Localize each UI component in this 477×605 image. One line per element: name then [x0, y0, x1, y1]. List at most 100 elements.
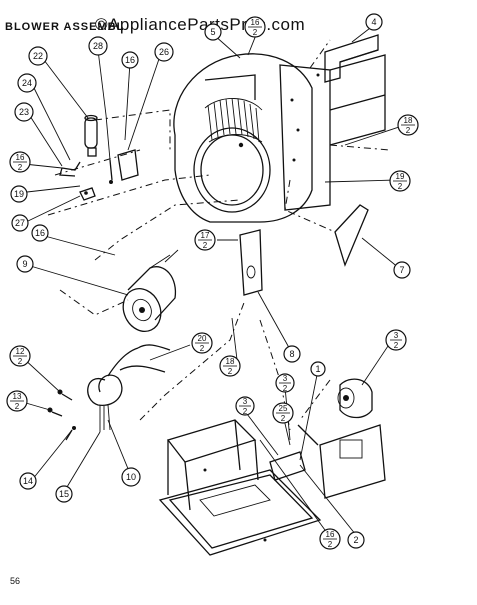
top-bracket	[324, 34, 379, 83]
callout-1: 1	[310, 361, 326, 377]
fraction-callout-18-2: 182	[397, 114, 419, 136]
svg-text:2: 2	[18, 163, 23, 172]
svg-text:18: 18	[404, 116, 413, 125]
fraction-callout-13-2: 132	[6, 390, 28, 412]
fraction-callout-3-2-left: 32	[235, 396, 255, 416]
svg-text:26: 26	[159, 47, 169, 57]
fraction-callout-18-2-mid: 182	[219, 355, 241, 377]
fraction-callout-19-2: 192	[389, 170, 411, 192]
fraction-callout-16-2-left: 162	[9, 151, 31, 173]
svg-text:12: 12	[16, 347, 25, 356]
callout-16: 16	[121, 51, 139, 69]
wiring-harness	[87, 344, 171, 432]
svg-text:24: 24	[22, 78, 32, 88]
svg-text:3: 3	[243, 397, 248, 406]
screw-28	[109, 159, 113, 184]
mounting-plate	[329, 54, 386, 146]
watermark-text: ©AppliancePartsPros.com	[95, 15, 305, 34]
callout-23: 23	[14, 102, 34, 122]
svg-text:28: 28	[93, 41, 103, 51]
cover-plate	[334, 204, 369, 267]
svg-text:2: 2	[243, 407, 248, 416]
svg-text:17: 17	[201, 231, 210, 240]
svg-text:2: 2	[353, 535, 358, 545]
fraction-callout-25-2: 252	[272, 402, 294, 424]
fraction-callout-12-2: 122	[9, 345, 31, 367]
fraction-callout-3-2-center: 32	[275, 373, 295, 393]
svg-text:13: 13	[13, 392, 22, 401]
svg-text:23: 23	[19, 107, 29, 117]
assembly-lines	[47, 39, 391, 431]
svg-text:2: 2	[253, 28, 258, 37]
callout-27: 27	[11, 214, 29, 232]
svg-text:2: 2	[406, 126, 411, 135]
blower-housing	[173, 53, 331, 223]
svg-text:2: 2	[394, 341, 399, 350]
svg-text:2: 2	[15, 402, 20, 411]
svg-text:3: 3	[283, 374, 288, 383]
callout-7: 7	[393, 261, 411, 279]
callout-9: 9	[16, 255, 34, 273]
fraction-callout-20-2: 202	[191, 332, 213, 354]
svg-text:16: 16	[326, 530, 335, 539]
svg-text:2: 2	[200, 344, 205, 353]
callout-14: 14	[19, 472, 37, 490]
svg-text:22: 22	[33, 51, 43, 61]
svg-text:2: 2	[398, 182, 403, 191]
bracket-26	[117, 149, 139, 181]
svg-text:2: 2	[203, 241, 208, 250]
svg-text:2: 2	[281, 414, 286, 423]
svg-text:19: 19	[14, 189, 24, 199]
callout-10: 10	[121, 467, 141, 487]
bracket-strip	[239, 229, 263, 296]
svg-text:2: 2	[283, 384, 288, 393]
diagram-title: BLOWER ASSEMBL	[5, 21, 124, 33]
svg-text:10: 10	[126, 472, 136, 482]
svg-text:16: 16	[35, 228, 45, 238]
callout-15: 15	[55, 485, 73, 503]
svg-text:2: 2	[228, 367, 233, 376]
fraction-callout-16-2-bottom: 162	[319, 528, 341, 550]
callout-4: 4	[365, 13, 383, 31]
svg-text:19: 19	[396, 172, 405, 181]
base-pan	[158, 419, 322, 556]
fraction-callout-3-2-right: 32	[385, 329, 407, 351]
svg-text:9: 9	[22, 259, 27, 269]
callout-2: 2	[347, 531, 365, 549]
blower-motor	[122, 249, 179, 332]
callout-26: 26	[154, 42, 174, 62]
svg-text:15: 15	[59, 489, 69, 499]
svg-text:2: 2	[328, 540, 333, 549]
fraction-callout-17-2: 172	[194, 229, 216, 251]
capacitor-strap	[59, 161, 81, 177]
svg-text:16: 16	[125, 55, 135, 65]
svg-text:4: 4	[371, 17, 376, 27]
clip-27	[79, 187, 96, 201]
svg-text:18: 18	[226, 357, 235, 366]
svg-text:3: 3	[394, 331, 399, 340]
capacitor	[84, 114, 98, 157]
callout-28: 28	[88, 36, 108, 56]
control-box	[269, 378, 386, 499]
fraction-callout-16-2-top: 162	[244, 16, 266, 38]
svg-text:8: 8	[289, 349, 294, 359]
callout-22: 22	[28, 46, 48, 66]
svg-text:16: 16	[251, 18, 260, 27]
screw-group-left	[47, 389, 76, 441]
callout-19: 19	[10, 185, 28, 203]
page-number: 56	[10, 576, 20, 586]
svg-text:2: 2	[18, 357, 23, 366]
callout-8: 8	[283, 345, 301, 363]
svg-text:25: 25	[279, 404, 288, 413]
svg-text:1: 1	[315, 364, 320, 374]
svg-text:5: 5	[210, 27, 215, 37]
callout-5: 5	[204, 23, 222, 41]
svg-text:20: 20	[198, 334, 207, 343]
callout-24: 24	[17, 73, 37, 93]
callout-16-motor: 16	[31, 224, 49, 242]
svg-text:27: 27	[15, 218, 25, 228]
leader-lines	[18, 24, 406, 541]
svg-text:16: 16	[16, 153, 25, 162]
